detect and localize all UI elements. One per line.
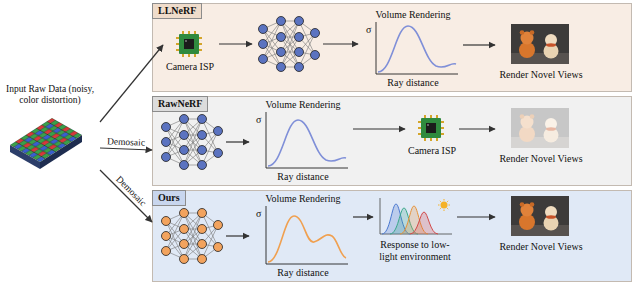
band-heading: LLNeRF xyxy=(152,3,202,19)
plot-axes xyxy=(376,22,458,74)
rendered-image xyxy=(520,30,525,35)
volume-rendering-plot: Volume Rendering σRay distance xyxy=(253,193,353,281)
view-label: Render Novel Views xyxy=(499,241,582,253)
response-chart xyxy=(438,199,450,211)
rendered-image xyxy=(519,126,535,142)
isp-chip xyxy=(418,115,444,141)
rendered-image xyxy=(511,196,569,236)
response-chart xyxy=(400,206,428,234)
method-band: Ours Volume Rendering σRay distance Respons… xyxy=(152,190,632,282)
axis-label: σ xyxy=(256,208,261,220)
flow-arrow xyxy=(323,43,358,44)
rendered-image xyxy=(519,42,535,58)
isp-chip xyxy=(176,31,202,57)
method-band: LLNeRF Camera ISP Volume Rendering σRay dis… xyxy=(152,3,632,92)
plot-title: Volume Rendering xyxy=(375,9,450,21)
rendered-image xyxy=(544,128,559,143)
isp-block: Camera ISP xyxy=(405,113,459,161)
rendered-image xyxy=(545,34,557,46)
neural-net xyxy=(162,209,223,264)
flow-arrow xyxy=(457,216,495,217)
input-data: Input Raw Data (noisy, color distortion) xyxy=(0,84,100,180)
response-chart xyxy=(382,204,410,234)
rendered-image xyxy=(546,43,556,47)
axis-label: Ray distance xyxy=(277,171,328,183)
axis-label: Ray distance xyxy=(277,267,328,279)
rendered-image xyxy=(546,127,556,131)
band-heading: RawNeRF xyxy=(152,96,208,112)
density-curve xyxy=(268,120,346,166)
flow-arrow xyxy=(219,44,358,236)
volume-rendering-plot: Volume Rendering σRay distance xyxy=(253,99,353,185)
flow-arrow xyxy=(219,43,252,44)
rendered-image xyxy=(530,114,535,119)
raw-mosaic xyxy=(10,118,82,162)
response-chart xyxy=(390,208,418,234)
raw-mosaic xyxy=(40,135,82,169)
render-view: Render Novel Views xyxy=(495,195,587,257)
view-label: Render Novel Views xyxy=(499,69,582,81)
rendered-image xyxy=(511,108,569,148)
band-heading: Ours xyxy=(152,190,186,206)
rendered-image xyxy=(511,53,569,64)
flow-arrow xyxy=(100,45,163,122)
response-chart xyxy=(380,198,452,234)
rendered-image xyxy=(530,30,535,35)
plot-axes xyxy=(266,22,458,264)
flow-arrow xyxy=(100,170,152,222)
rendered-image xyxy=(521,32,534,45)
plot-title: Volume Rendering xyxy=(265,193,340,205)
flow-arrow xyxy=(226,141,249,142)
response-label: Response to low-light environment xyxy=(375,239,455,262)
plot-axes xyxy=(266,112,348,168)
flow-arrow xyxy=(100,148,152,150)
rendered-image xyxy=(520,114,525,119)
plot-title: Volume Rendering xyxy=(265,99,340,111)
raw-mosaic xyxy=(10,145,40,169)
render-view: Render Novel Views xyxy=(495,107,587,169)
isp-label: Camera ISP xyxy=(408,145,456,157)
rendered-image xyxy=(511,108,569,148)
raw-mosaic xyxy=(10,118,82,169)
flow-arrow xyxy=(463,44,495,45)
volume-rendering-plot: Volume Rendering σRay distance xyxy=(363,9,463,91)
axis-label: Ray distance xyxy=(387,77,438,89)
density-curve xyxy=(268,26,456,262)
neural-net xyxy=(162,115,223,170)
flow-arrow xyxy=(459,128,495,129)
rendered-image xyxy=(545,118,557,130)
flow-arrow xyxy=(353,128,405,129)
rendered-image xyxy=(544,44,559,59)
flow-arrow xyxy=(353,216,373,217)
raw-mosaic xyxy=(10,118,82,162)
input-label: Input Raw Data (noisy, color distortion) xyxy=(2,84,98,106)
flow-arrow xyxy=(226,235,249,236)
response-block: Response to low-light environment xyxy=(373,197,457,277)
rendered-image xyxy=(521,116,534,129)
rendered-image xyxy=(511,24,569,64)
response-chart xyxy=(380,198,452,234)
rendered-image xyxy=(511,137,569,148)
render-view: Render Novel Views xyxy=(495,23,587,85)
density-curve xyxy=(378,26,456,72)
method-band: RawNeRF Volume Rendering σRay distance Came… xyxy=(152,96,632,186)
plot-axes xyxy=(266,206,348,264)
edge-label: Demosaic xyxy=(106,136,146,148)
edge-label: Demosaic xyxy=(113,173,149,209)
rendered-image xyxy=(511,24,569,64)
axis-label: σ xyxy=(366,24,371,36)
axis-label: σ xyxy=(256,114,261,126)
response-chart xyxy=(441,202,448,209)
density-curve xyxy=(268,216,346,262)
isp-label: Camera ISP xyxy=(166,61,214,73)
response-chart xyxy=(410,212,438,234)
isp-block: Camera ISP xyxy=(163,29,217,77)
view-label: Render Novel Views xyxy=(499,153,582,165)
neural-net xyxy=(259,17,320,72)
